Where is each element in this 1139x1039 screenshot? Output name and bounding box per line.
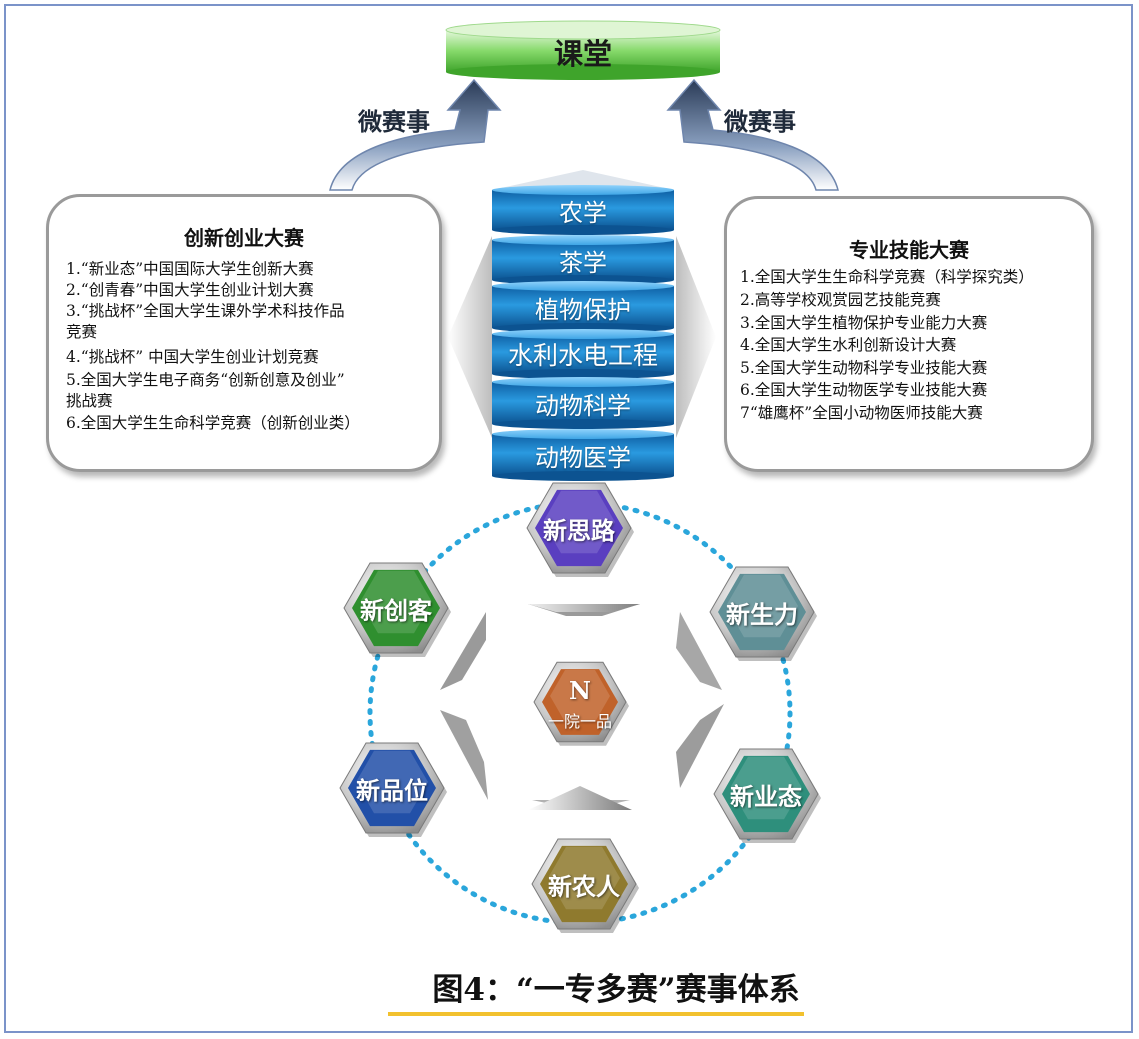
major-cylinder	[492, 185, 674, 235]
hex-new-maker: 新创客	[360, 595, 432, 625]
center-subtitle: 一院一品	[547, 712, 612, 731]
major-plant-protection: 植物保护	[535, 295, 631, 324]
major-stack-cap	[492, 170, 674, 190]
micro-event-left-label: 微赛事	[358, 108, 430, 136]
innovation-item: 4.“挑战杯” 中国大学生创业计划竞赛	[66, 348, 319, 366]
hexagon-layer	[339, 482, 821, 933]
major-stack	[492, 170, 674, 481]
skills-item: 2.高等学校观赏园艺技能竞赛	[740, 291, 941, 309]
innovation-item: 1.“新业态”中国国际大学生创新大赛	[66, 260, 314, 278]
hex-new-thinking: 新思路	[543, 515, 615, 545]
classroom-cylinder	[445, 20, 721, 80]
skills-item: 7“雄鹰杯”全国小动物医师技能大赛	[740, 404, 983, 422]
right-up-arrow	[666, 78, 839, 191]
micro-event-right-label: 微赛事	[724, 108, 796, 136]
hex-top-shape	[526, 482, 634, 577]
hex-new-vitality: 新生力	[726, 599, 798, 629]
innovation-item: 挑战赛	[66, 392, 113, 410]
hex-new-taste: 新品位	[356, 775, 428, 805]
skills-item: 1.全国大学生生命科学竞赛（科学探究类）	[740, 268, 1034, 286]
caption-underline	[388, 1012, 804, 1016]
major-cylinder	[492, 429, 674, 481]
major-veterinary-medicine: 动物医学	[535, 443, 631, 472]
cycle-arrows	[440, 604, 724, 810]
major-agronomy: 农学	[559, 198, 607, 227]
innovation-item: 5.全国大学生电子商务“创新创意及创业”	[66, 371, 345, 389]
center-n-label: N	[569, 676, 591, 705]
innovation-item: 6.全国大学生生命科学竞赛（创新创业类）	[66, 414, 360, 432]
skills-item: 6.全国大学生动物医学专业技能大赛	[740, 381, 988, 399]
skills-item: 5.全国大学生动物科学专业技能大赛	[740, 359, 988, 377]
major-hydraulic-engineering: 水利水电工程	[507, 341, 658, 370]
professional-skills-title: 专业技能大赛	[849, 238, 969, 262]
hex-lower-left-shape	[339, 742, 447, 837]
skills-item: 3.全国大学生植物保护专业能力大赛	[740, 314, 988, 332]
left-up-arrow	[329, 78, 502, 191]
major-animal-science: 动物科学	[535, 391, 631, 420]
hex-lower-right-shape	[713, 748, 821, 843]
outer-frame	[4, 4, 1133, 1033]
major-cylinder	[492, 377, 674, 429]
innovation-competition-box	[46, 194, 442, 472]
major-tea-science: 茶学	[559, 248, 607, 277]
skills-item: 4.全国大学生水利创新设计大赛	[740, 336, 957, 354]
innovation-item: 3.“挑战杯”全国大学生课外学术科技作品	[66, 302, 345, 320]
innovation-item: 竞赛	[66, 323, 98, 341]
major-cylinder	[492, 329, 674, 379]
innovation-item: 2.“创青春”中国大学生创业计划大赛	[66, 281, 314, 299]
hex-new-business-form: 新业态	[730, 781, 802, 811]
hex-new-farmer: 新农人	[548, 871, 620, 901]
hex-center-shape	[533, 661, 629, 746]
hex-bottom-shape	[531, 838, 639, 933]
left-chevron-arrow	[448, 236, 492, 438]
innovation-competition-title: 创新创业大赛	[184, 226, 304, 250]
hex-upper-left-shape	[343, 562, 451, 657]
classroom-label: 课堂	[553, 37, 612, 71]
figure-caption: 图4：“一专多赛”赛事体系	[432, 972, 800, 1008]
right-chevron-arrow	[676, 236, 716, 438]
professional-skills-box	[724, 196, 1094, 472]
hex-upper-right-shape	[709, 566, 817, 661]
